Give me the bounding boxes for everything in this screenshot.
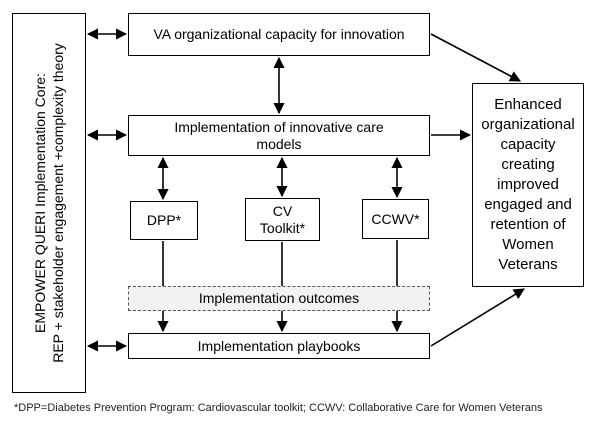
cv-toolkit-box: CV Toolkit* <box>245 198 320 241</box>
cv-label-line2: Toolkit* <box>259 219 306 236</box>
ccwv-label: CCWV* <box>371 210 420 227</box>
dpp-box: DPP* <box>130 201 198 240</box>
cv-label-line1: CV <box>272 202 293 219</box>
empower-queri-core-box: EMPOWER QUERI Implementation Core: REP +… <box>12 13 86 393</box>
implementation-outcomes-box: Implementation outcomes <box>128 286 430 311</box>
enhanced-capacity-box: Enhanced organizational capacity creatin… <box>472 83 584 287</box>
implementation-models-label-line1: Implementation of innovative care <box>174 118 384 135</box>
core-label-line1: EMPOWER QUERI Implementation Core: <box>32 73 48 333</box>
footnote: *DPP=Diabetes Prevention Program: Cardio… <box>14 402 543 414</box>
va-capacity-box: VA organizational capacity for innovatio… <box>128 13 430 56</box>
implementation-models-box: Implementation of innovative care models <box>128 115 430 156</box>
enhanced-capacity-label: Enhanced organizational capacity creatin… <box>481 96 575 273</box>
implementation-playbooks-label: Implementation playbooks <box>197 337 361 354</box>
dpp-label: DPP* <box>146 212 182 228</box>
core-label-line2: REP + stakeholder engagement +complexity… <box>50 43 66 363</box>
implementation-models-label-line2: models <box>256 135 302 152</box>
implementation-playbooks-box: Implementation playbooks <box>128 333 430 359</box>
ccwv-box: CCWV* <box>362 199 429 239</box>
implementation-outcomes-label: Implementation outcomes <box>198 290 360 306</box>
arrow-playbooks-enhanced <box>430 288 525 347</box>
core-label: EMPOWER QUERI Implementation Core: REP +… <box>31 18 67 388</box>
va-capacity-label: VA organizational capacity for innovatio… <box>153 26 405 42</box>
arrow-va-enhanced <box>430 33 521 82</box>
